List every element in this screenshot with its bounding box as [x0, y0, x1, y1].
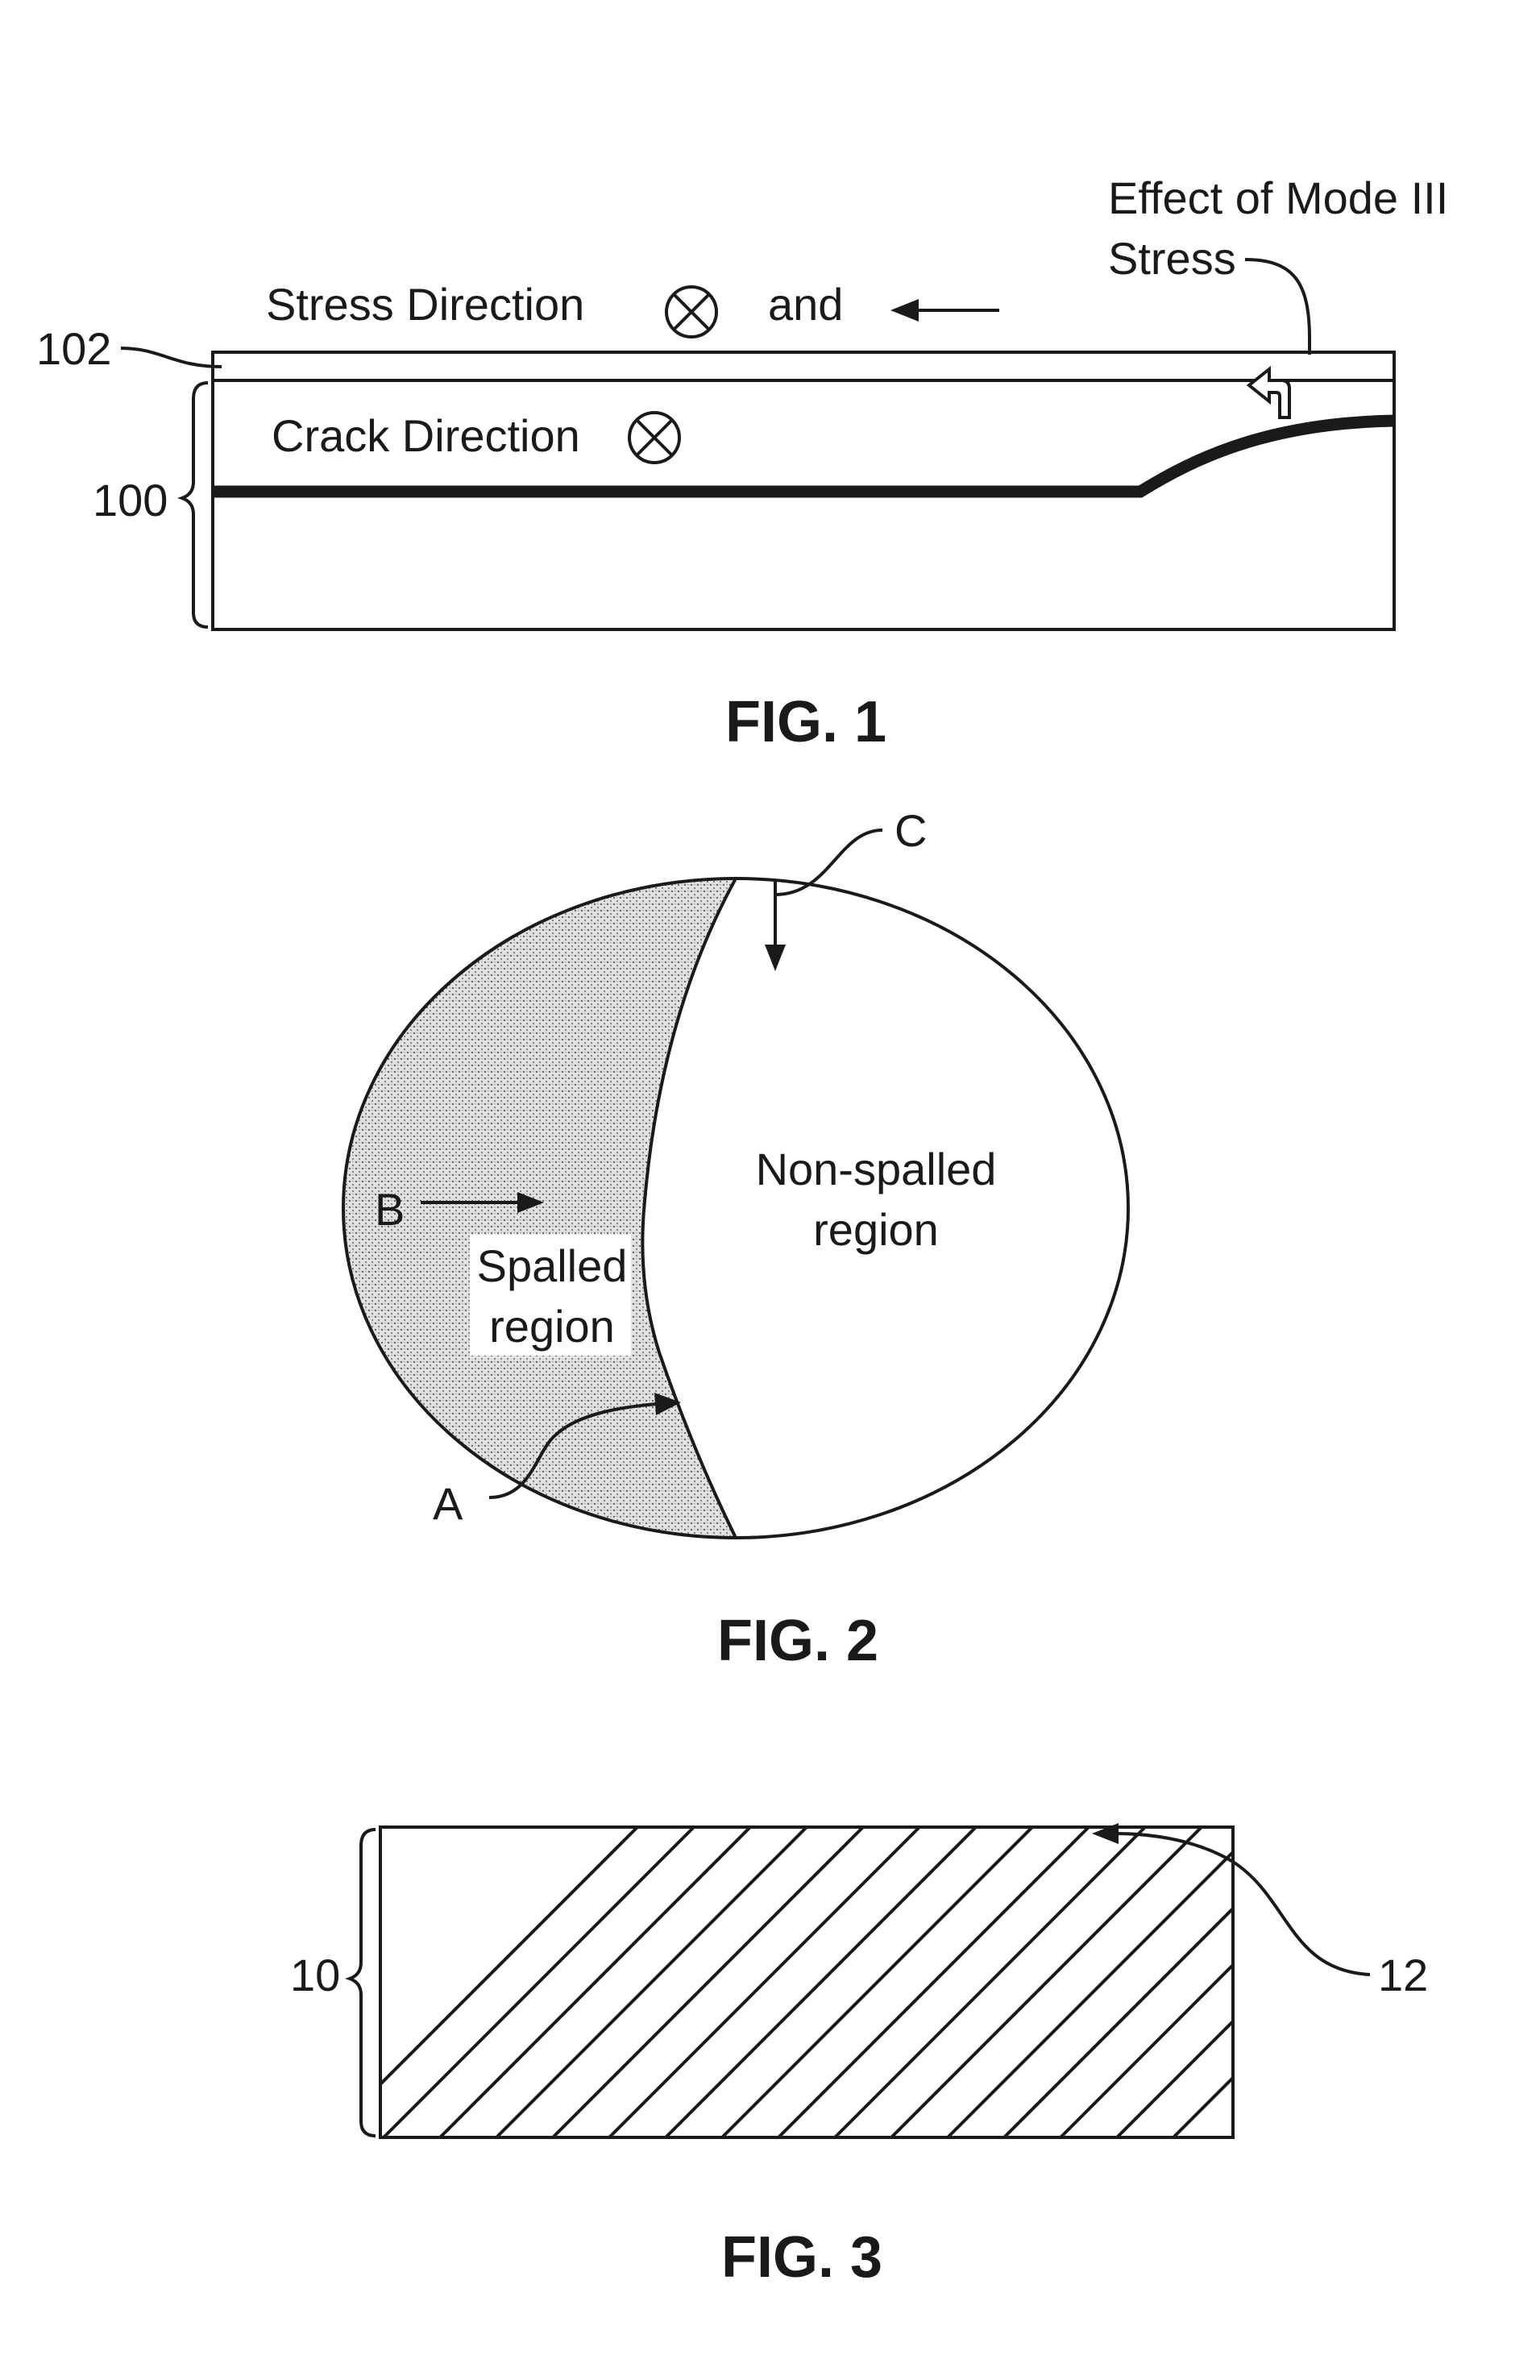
label-b: B: [375, 1184, 405, 1235]
mode3-label-line2: Stress: [1108, 233, 1236, 284]
into-page-symbol-crack: [629, 413, 679, 463]
spalled-label-line2: region: [489, 1301, 615, 1352]
non-spalled-label-line2: region: [813, 1204, 939, 1255]
label-a: A: [433, 1478, 463, 1529]
hatched-substrate-fill: [327, 1827, 1484, 2137]
and-label: and: [768, 279, 843, 330]
into-page-symbol-stress: [666, 287, 716, 337]
figure-1: Effect of Mode III Stress Stress Directi…: [36, 172, 1448, 754]
mode3-label-line1: Effect of Mode III: [1108, 172, 1448, 223]
label-c-leader: [775, 830, 882, 895]
ref-102: 102: [36, 323, 111, 374]
mode3-leader-line: [1245, 260, 1310, 355]
mode3-curved-arrow-icon: [1249, 369, 1289, 417]
figure-2: Non-spalled region Spalled region C B A …: [343, 805, 1128, 1673]
stress-arrow-left-icon: [890, 299, 999, 322]
ref-12: 12: [1378, 1950, 1428, 2000]
ref-100-brace: [182, 383, 208, 627]
crack-direction-label: Crack Direction: [272, 410, 580, 461]
fig2-caption: FIG. 2: [717, 1609, 878, 1673]
figure-3: 10 12 FIG. 3: [290, 1823, 1484, 2290]
ref-10-brace: [350, 1830, 376, 2136]
ref-10: 10: [290, 1950, 340, 2000]
label-c: C: [895, 805, 927, 856]
ref-100: 100: [93, 475, 168, 525]
stress-direction-label: Stress Direction: [266, 279, 584, 330]
fig3-caption: FIG. 3: [721, 2225, 882, 2290]
fig1-caption: FIG. 1: [725, 690, 886, 754]
ref-102-leader: [121, 348, 222, 367]
non-spalled-label-line1: Non-spalled: [756, 1144, 997, 1194]
spalled-label-line1: Spalled: [477, 1240, 628, 1291]
